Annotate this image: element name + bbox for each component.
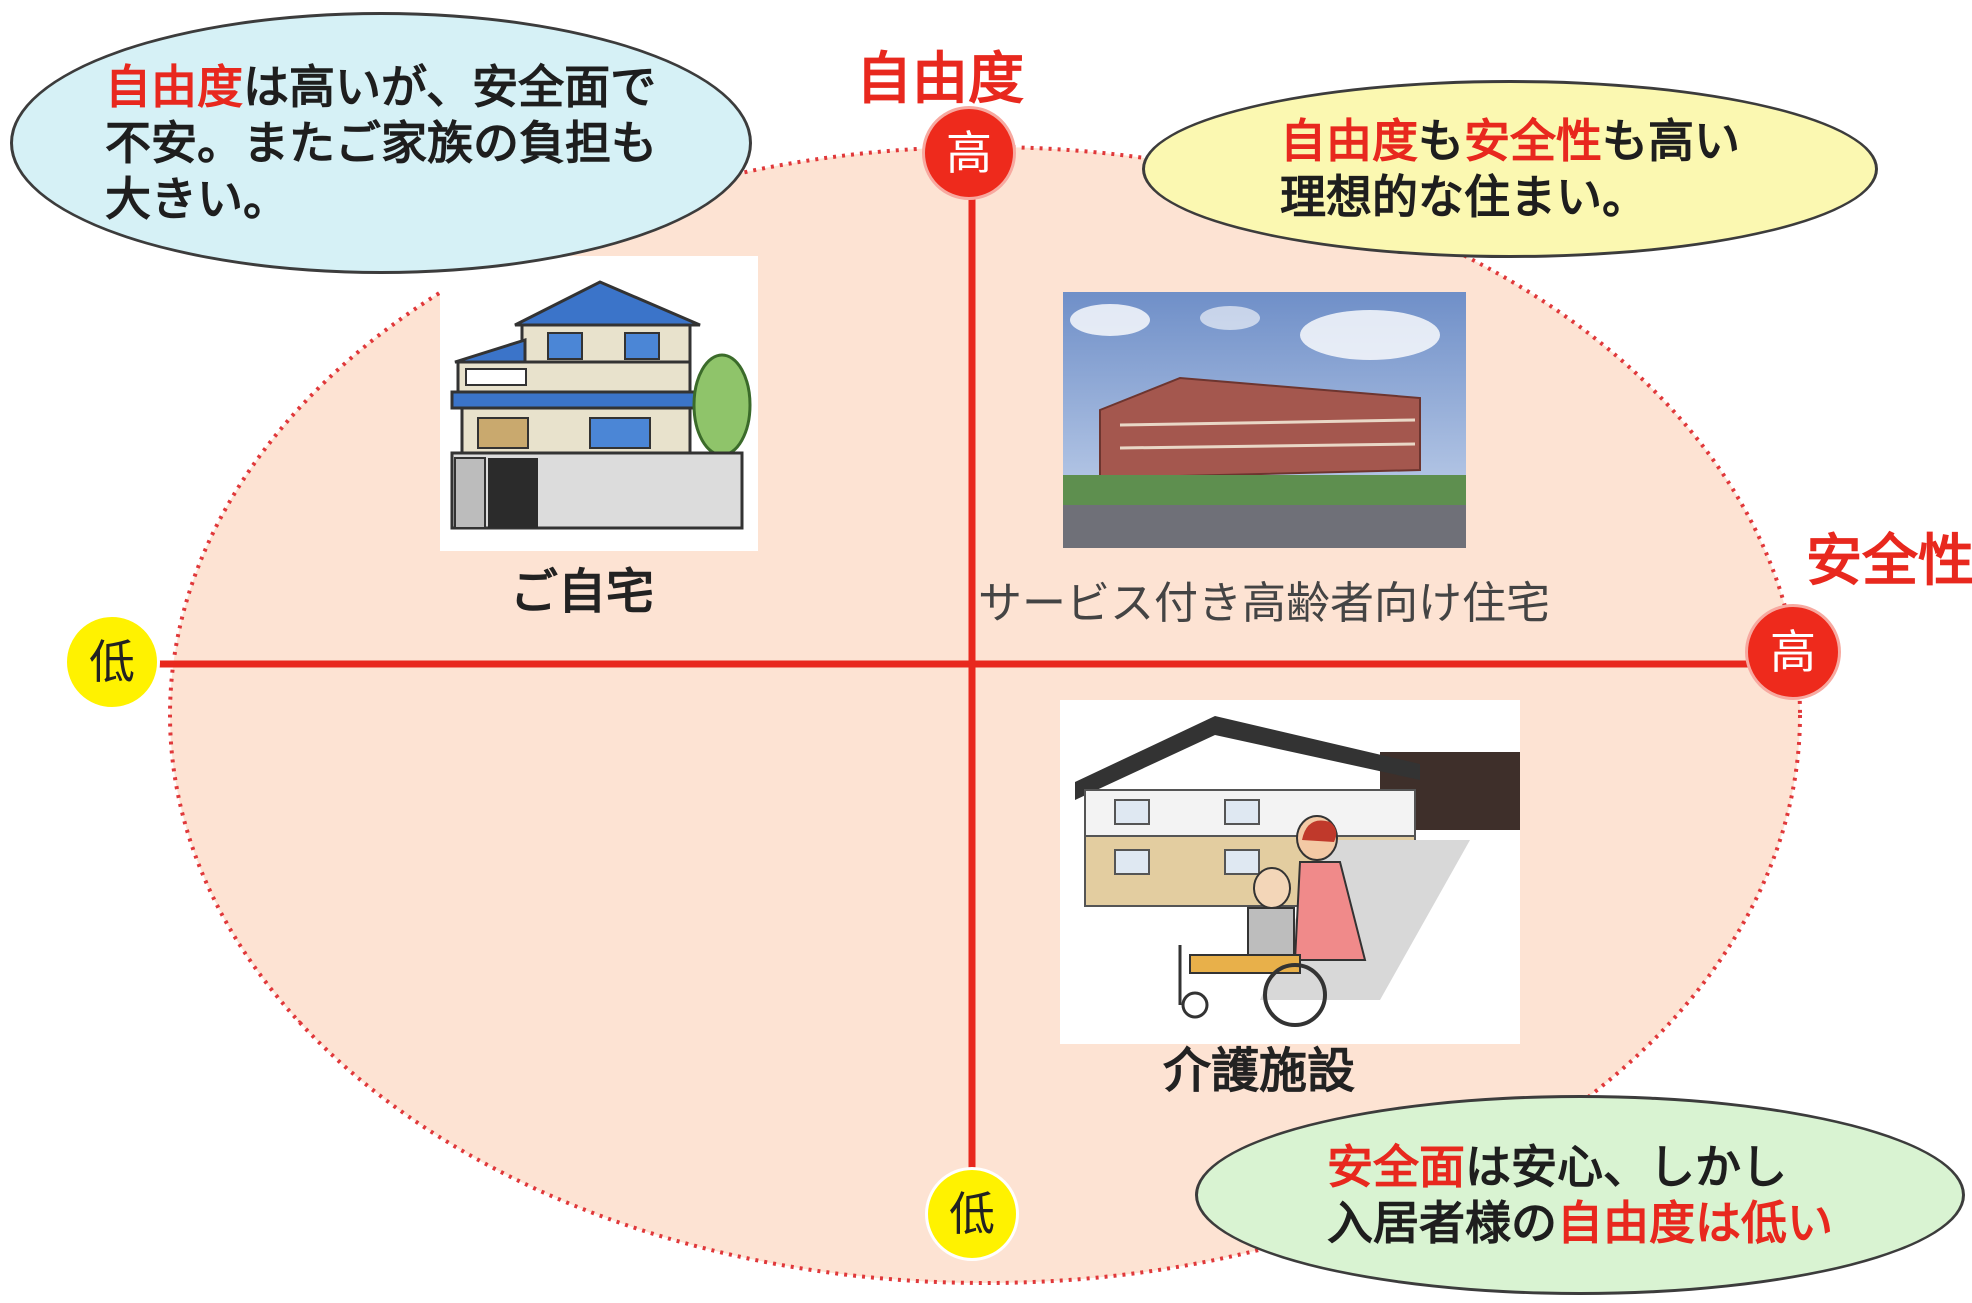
bubble-line: 入居者様の自由度は低い	[1327, 1195, 1833, 1251]
bubble-line: 安全面は安心、しかし	[1327, 1139, 1833, 1195]
bottom-right-comment-text: 安全面は安心、しかし入居者様の自由度は低い	[1327, 1139, 1833, 1251]
bubble-line: 大きい。	[105, 171, 657, 227]
freedom-axis-title: 自由度	[856, 47, 1024, 112]
freedom-high-node: 高	[922, 106, 1016, 200]
safety-axis-title: 安全性	[1806, 529, 1972, 594]
highlighted-text: 自由度	[105, 60, 243, 114]
care-facility-label: 介護施設	[1163, 1043, 1356, 1099]
highlighted-text: 自由度	[1280, 114, 1418, 168]
top-right-comment-bubble: 自由度も安全性も高い理想的な住まい。	[1142, 80, 1878, 258]
elderly-housing-illustration	[1063, 292, 1466, 548]
bubble-text-segment: 入居者様の	[1327, 1196, 1557, 1250]
bubble-text-segment: 理想的な住まい。	[1280, 170, 1648, 224]
top-left-comment-text: 自由度は高いが、安全面で不安。またご家族の負担も大きい。	[105, 59, 657, 227]
bubble-line: 自由度も安全性も高い	[1280, 113, 1740, 169]
bubble-text-segment: は高いが、安全面で	[243, 60, 657, 114]
freedom-low-node: 低	[925, 1167, 1019, 1261]
care-facility-illustration	[1060, 700, 1520, 1044]
top-right-comment-text: 自由度も安全性も高い理想的な住まい。	[1280, 113, 1740, 225]
bubble-text-segment: 不安。またご家族の負担も	[105, 116, 657, 170]
bubble-line: 理想的な住まい。	[1280, 169, 1740, 225]
bubble-text-segment: も	[1418, 114, 1464, 168]
bottom-right-comment-bubble: 安全面は安心、しかし入居者様の自由度は低い	[1195, 1095, 1965, 1295]
highlighted-text: 安全面	[1327, 1140, 1465, 1194]
elderly-housing-label: サービス付き高齢者向け住宅	[978, 578, 1550, 629]
bubble-line: 自由度は高いが、安全面で	[105, 59, 657, 115]
bubble-text-segment: も高い	[1602, 114, 1740, 168]
bubble-text-segment: は安心、しかし	[1465, 1140, 1787, 1194]
bubble-line: 不安。またご家族の負担も	[105, 115, 657, 171]
safety-low-node: 低	[64, 614, 160, 710]
safety-high-node: 高	[1745, 604, 1841, 700]
home-illustration	[440, 256, 758, 551]
highlighted-text: 自由度は低い	[1557, 1196, 1833, 1250]
highlighted-text: 安全性	[1464, 114, 1602, 168]
bubble-text-segment: 大きい。	[105, 172, 289, 226]
home-label: ご自宅	[510, 564, 655, 620]
top-left-comment-bubble: 自由度は高いが、安全面で不安。またご家族の負担も大きい。	[10, 12, 752, 274]
